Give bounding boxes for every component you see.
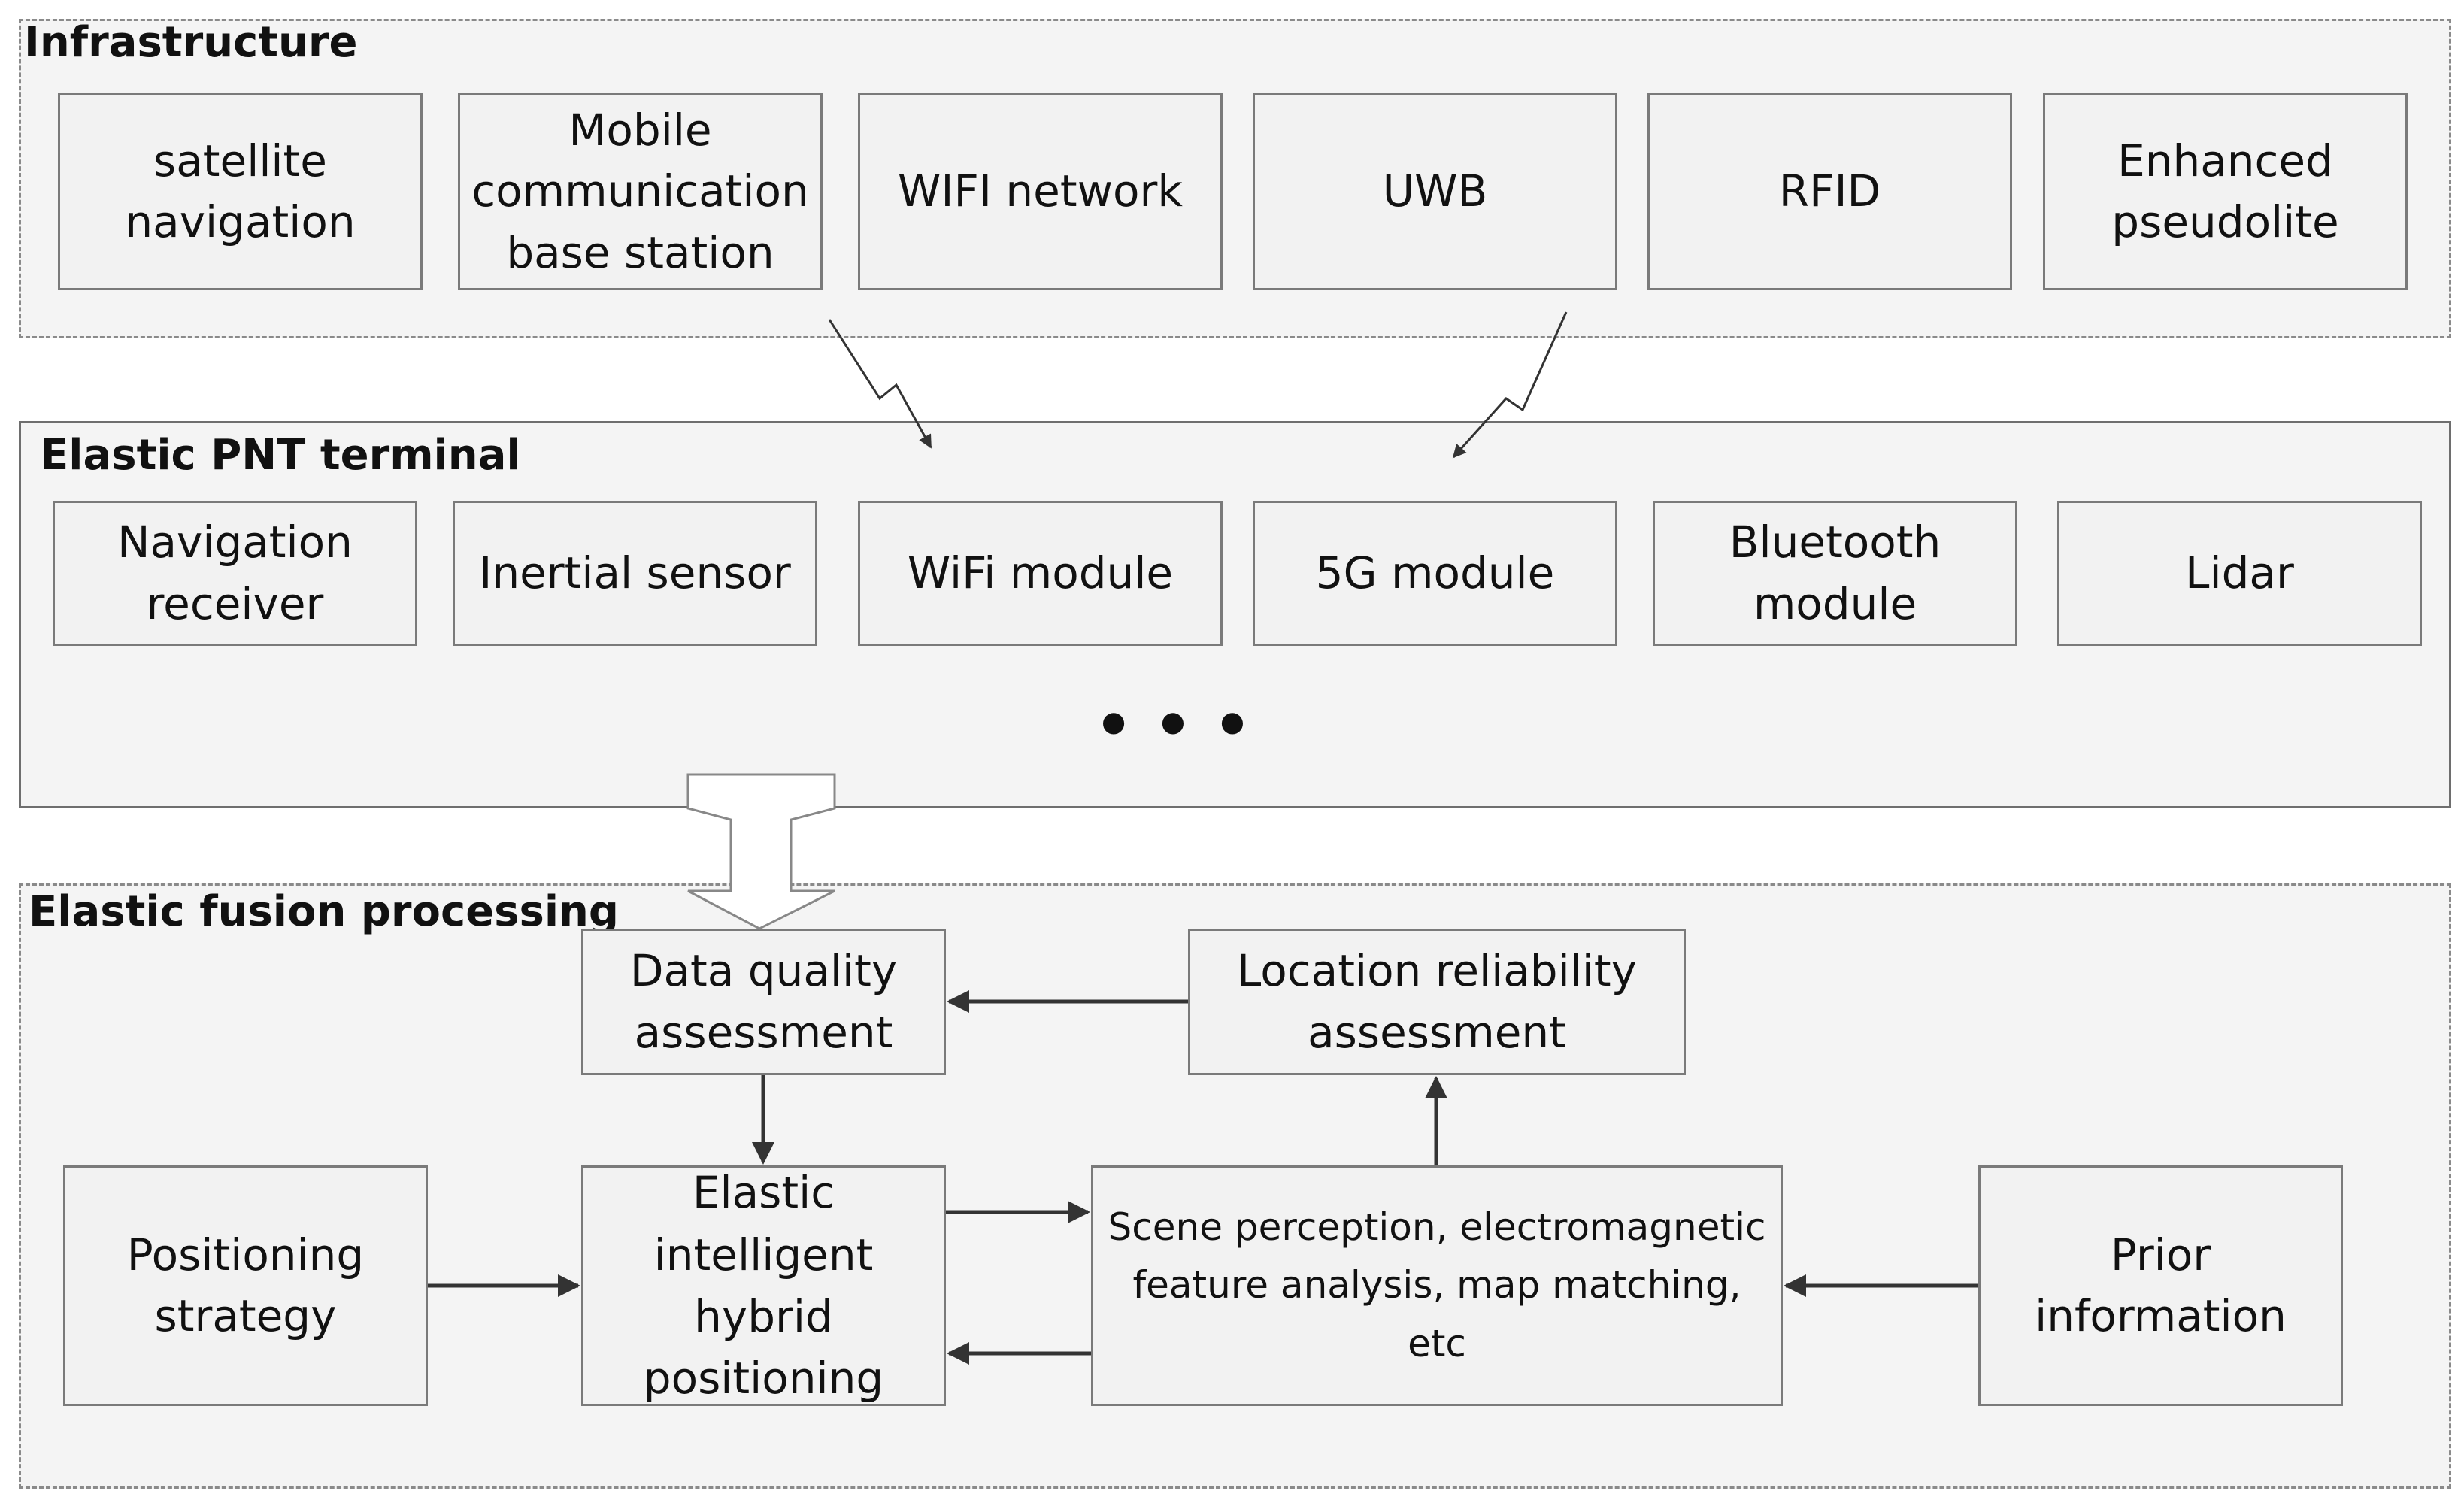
data-quality-label: Data quality assessment: [629, 945, 898, 1058]
uwb-box: UWB: [1253, 93, 1617, 290]
rfid-box: RFID: [1647, 93, 2012, 290]
enhanced-pseudolite-label: Enhanced pseudolite: [2111, 135, 2339, 247]
positioning-strategy-label: Positioning strategy: [126, 1229, 365, 1341]
location-reliability-label: Location reliability assessment: [1237, 945, 1637, 1058]
terminal-to-fusion-arrow: [686, 773, 836, 930]
positioning-strategy-box: Positioning strategy: [63, 1165, 428, 1406]
bluetooth-module-box: Bluetooth module: [1653, 501, 2017, 646]
hybrid-positioning-box: Elastic intelligent hybrid positioning: [581, 1165, 946, 1406]
location-reliability-box: Location reliability assessment: [1188, 929, 1686, 1075]
mobile-base-station-label: Mobile communication base station: [471, 105, 809, 278]
bluetooth-module-label: Bluetooth module: [1729, 517, 1941, 629]
data-quality-box: Data quality assessment: [581, 929, 946, 1075]
hybrid-positioning-label: Elastic intelligent hybrid positioning: [643, 1167, 884, 1405]
satellite-navigation-label: satellite navigation: [125, 135, 356, 247]
infrastructure-title: Infrastructure: [24, 18, 358, 67]
terminal-title: Elastic PNT terminal: [40, 431, 521, 480]
enhanced-pseudolite-box: Enhanced pseudolite: [2043, 93, 2408, 290]
inertial-sensor-box: Inertial sensor: [453, 501, 817, 646]
lidar-box: Lidar: [2057, 501, 2422, 646]
satellite-navigation-box: satellite navigation: [58, 93, 423, 290]
ellipsis: • • •: [1094, 690, 1252, 760]
wifi-module-label: WiFi module: [907, 547, 1174, 598]
navigation-receiver-label: Navigation receiver: [117, 517, 353, 629]
5g-module-label: 5G module: [1315, 547, 1555, 598]
navigation-receiver-box: Navigation receiver: [53, 501, 417, 646]
uwb-label: UWB: [1382, 165, 1488, 217]
signal-arrow-right: [1452, 311, 1568, 459]
prior-information-box: Prior information: [1978, 1165, 2343, 1406]
fusion-title: Elastic fusion processing: [29, 887, 619, 936]
5g-module-box: 5G module: [1253, 501, 1617, 646]
wifi-network-label: WIFI network: [898, 165, 1183, 217]
signal-arrow-left: [828, 319, 932, 449]
wifi-network-box: WIFI network: [858, 93, 1223, 290]
scene-perception-box: Scene perception, electromagnetic featur…: [1091, 1165, 1783, 1406]
terminal-group: Elastic PNT terminal: [19, 421, 2451, 808]
inertial-sensor-label: Inertial sensor: [479, 547, 791, 598]
prior-information-label: Prior information: [2035, 1229, 2287, 1341]
wifi-module-box: WiFi module: [858, 501, 1223, 646]
scene-perception-label: Scene perception, electromagnetic featur…: [1108, 1205, 1766, 1365]
mobile-base-station-box: Mobile communication base station: [458, 93, 823, 290]
rfid-label: RFID: [1778, 165, 1881, 217]
lidar-label: Lidar: [2185, 547, 2294, 598]
